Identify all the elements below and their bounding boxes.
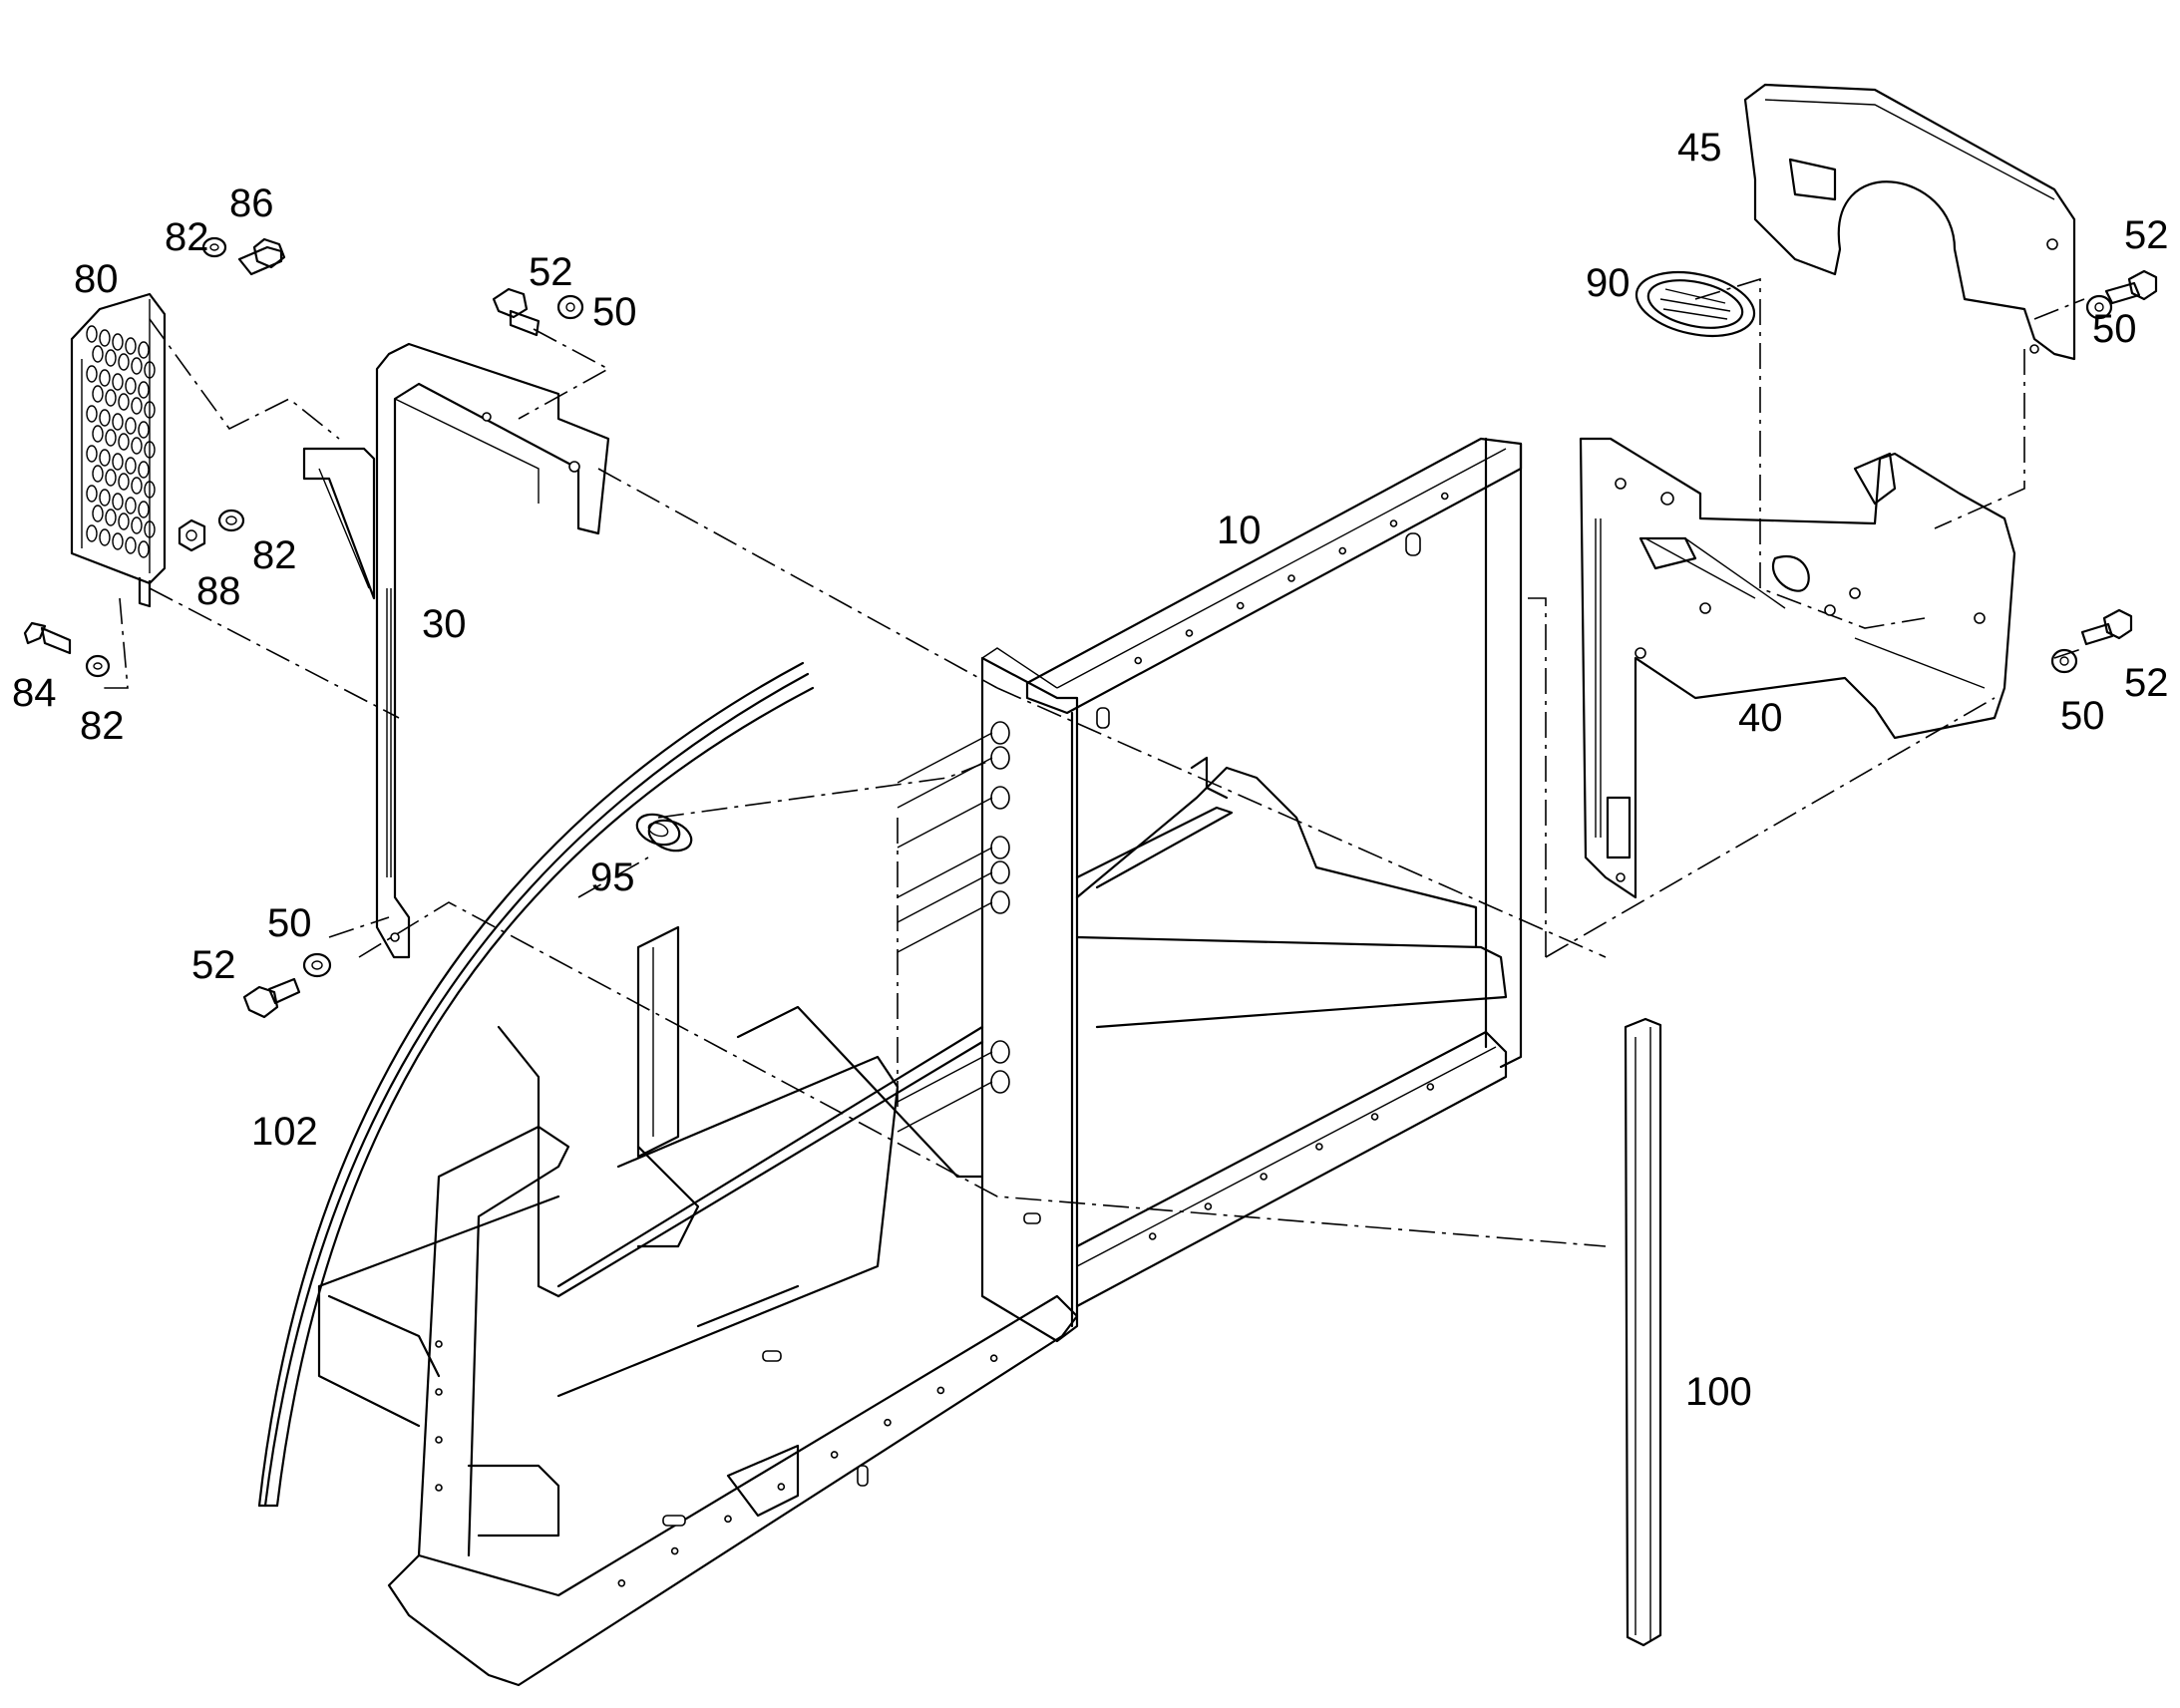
callout-84: 84: [12, 671, 57, 715]
washer-50-bottom-left: [302, 952, 332, 978]
callout-52-top-right: 52: [2124, 213, 2169, 257]
callout-82-mid: 82: [252, 533, 297, 577]
washer-50-top: [556, 294, 584, 320]
washer-82-top: [201, 236, 227, 258]
curved-rail-102: [257, 661, 815, 1508]
callout-50-top: 50: [592, 290, 637, 334]
callout-45: 45: [1677, 126, 1722, 170]
callout-90: 90: [1586, 261, 1631, 305]
upright-bracket-30: [302, 342, 610, 959]
bolt-52-bottom-left: [242, 977, 301, 1019]
callout-86: 86: [229, 181, 274, 225]
washer-82-bottom: [85, 654, 111, 678]
grille-panel-80: [70, 292, 167, 608]
callout-102: 102: [251, 1110, 318, 1154]
callout-95: 95: [590, 855, 635, 899]
seal-strip-100: [1624, 1017, 1662, 1647]
callout-10: 10: [1217, 509, 1262, 552]
callout-30: 30: [422, 602, 467, 646]
cover-45: [1743, 83, 2076, 361]
bolt-52-top: [492, 287, 541, 337]
callout-50-bottom-left: 50: [267, 901, 312, 945]
callout-52-bottom-left: 52: [191, 943, 236, 987]
assembly-leader-lines: [100, 277, 2085, 1247]
callout-50-bottom-right: 50: [2060, 694, 2105, 738]
callout-82-bottom: 82: [80, 704, 125, 748]
washer-50-bottom-right: [2050, 648, 2078, 674]
callout-52-top: 52: [529, 250, 573, 294]
main-frame-10: [317, 437, 1523, 1687]
nut-88: [178, 518, 206, 552]
bolt-52-top-right: [2104, 269, 2158, 305]
grommet-90: [1635, 271, 1756, 337]
washer-82-mid: [217, 509, 245, 532]
bolt-52-bottom-right: [2080, 608, 2133, 646]
callout-100: 100: [1685, 1370, 1752, 1414]
callout-88: 88: [196, 569, 241, 613]
callout-40: 40: [1738, 696, 1783, 740]
fasteners: [23, 236, 2158, 1019]
callout-52-bottom-right: 52: [2124, 661, 2169, 705]
callout-50-top-right: 50: [2092, 307, 2137, 351]
washer-50-top-right: [2085, 294, 2113, 320]
plug-95: [635, 813, 693, 853]
callout-82-top: 82: [165, 215, 209, 259]
bolt-86: [237, 237, 286, 276]
bracket-40: [1579, 437, 2016, 899]
callout-80: 80: [74, 257, 119, 301]
bolt-84: [23, 621, 72, 655]
